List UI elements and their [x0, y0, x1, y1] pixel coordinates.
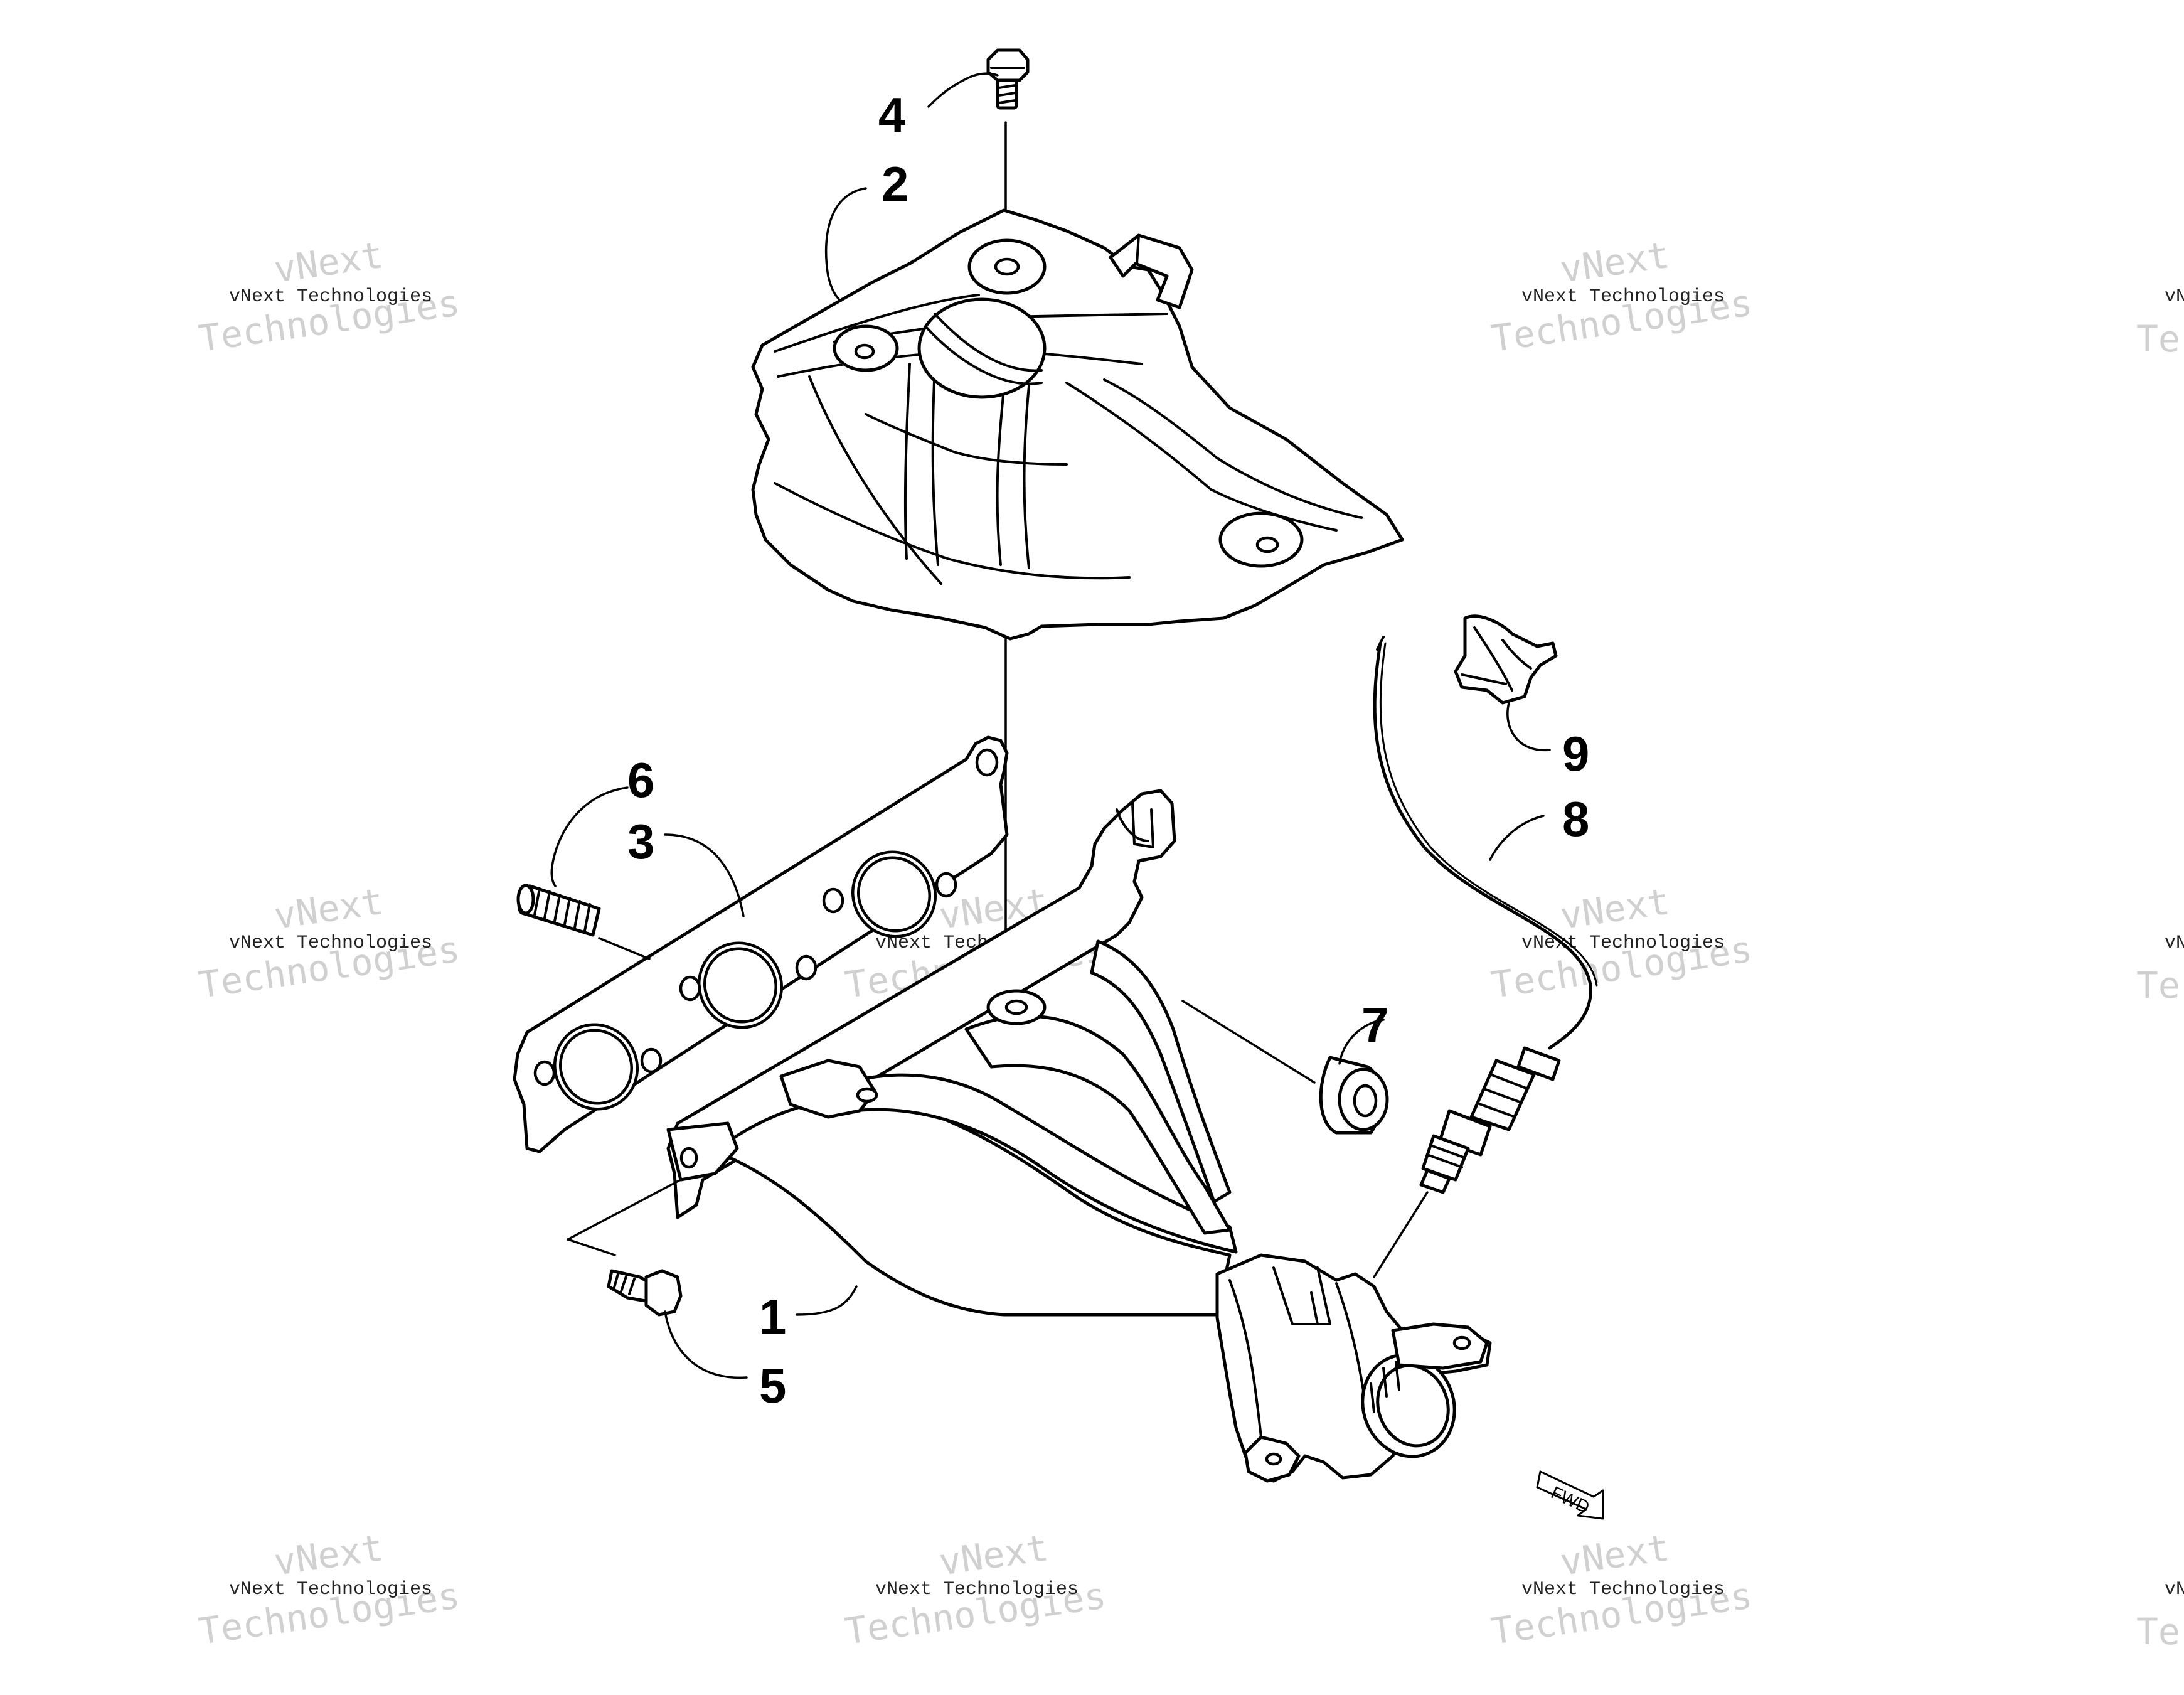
leader-6 — [550, 786, 629, 887]
heat-shield-center-boss — [917, 297, 1047, 399]
watermark-top-left: vNext Technologies vNext Technologies — [196, 233, 462, 360]
stud-leader — [598, 937, 651, 960]
header-right-ear — [1391, 1322, 1489, 1370]
watermark-middle-right: vNext Technologies vNext Technologies — [1488, 880, 1754, 1007]
watermark-line-a: vNext — [271, 880, 385, 938]
part-2-heat-shield — [751, 208, 1404, 641]
watermark-edge-a: vN — [2165, 933, 2184, 954]
watermark-text: vNext Technologies — [875, 1579, 1079, 1600]
watermark-edge-right: vN Te vN Te vN Te — [2136, 286, 2184, 1653]
callout-6: 6 — [627, 752, 654, 808]
leader-2 — [824, 187, 867, 302]
forward-direction-marker: FWD — [1536, 1470, 1604, 1520]
clip-body — [1454, 614, 1558, 705]
sensor-wire — [1373, 641, 1592, 1050]
header-pipe-upper — [964, 1014, 1232, 1235]
part-3-gasket — [513, 735, 1009, 1153]
part-8-o2-sensor — [1373, 636, 1598, 1278]
watermark-edge-a: vN — [2165, 1579, 2184, 1600]
watermark-line-a: vNext — [1557, 233, 1671, 291]
leader-9 — [1506, 702, 1551, 752]
header-pipe-middle — [833, 1073, 1238, 1254]
watermark-edge-b: Te — [2136, 1610, 2180, 1653]
watermark-text: vNext Technologies — [229, 1579, 432, 1600]
watermark-edge-b: Te — [2136, 964, 2180, 1007]
part-6-stud — [516, 884, 651, 960]
part-4-bolt — [986, 48, 1030, 110]
callout-7: 7 — [1361, 997, 1388, 1052]
bolt-4-head — [986, 48, 1030, 82]
forward-arrow-icon — [1536, 1470, 1604, 1520]
heat-shield-top-hole — [994, 257, 1020, 276]
callout-labels: 4 2 6 3 7 8 9 1 5 — [627, 87, 1589, 1413]
leader-1 — [796, 1285, 858, 1316]
leader-4 — [927, 72, 999, 108]
callout-2: 2 — [882, 156, 908, 211]
watermark-line-a: vNext — [936, 1526, 1050, 1584]
callout-3: 3 — [627, 814, 654, 869]
watermark-line-a: vNext — [1557, 1526, 1671, 1584]
leader-8 — [1489, 815, 1545, 861]
callout-leaders — [550, 72, 1551, 1379]
watermark-edge-a: vN — [2165, 286, 2184, 307]
watermark-edge-b: Te — [2136, 318, 2180, 360]
watermark-bottom-right: vNext Technologies vNext Technologies — [1488, 1526, 1754, 1653]
watermark-bottom-left: vNext Technologies vNext Technologies — [196, 1526, 462, 1653]
gasket-top-hole — [975, 748, 999, 777]
watermark-top-right: vNext Technologies vNext Technologies — [1488, 233, 1754, 360]
sensor-tip — [1419, 1168, 1451, 1194]
spacer-assembly-line — [1181, 1000, 1316, 1084]
header-pipe-rear — [1090, 939, 1232, 1204]
leader-7 — [1338, 1019, 1385, 1065]
header-left-ear — [666, 1121, 739, 1182]
callout-1: 1 — [759, 1289, 786, 1344]
callout-8: 8 — [1562, 791, 1589, 847]
watermark-text: vNext Technologies — [229, 933, 432, 954]
part-1-exhaust-header — [666, 789, 1492, 1483]
callout-4: 4 — [878, 87, 905, 142]
part-5-bolt — [567, 1179, 683, 1317]
watermark-text: vNext Technologies — [1521, 286, 1725, 307]
leader-5 — [664, 1310, 748, 1379]
watermark-text: vNext Technologies — [1521, 1579, 1725, 1600]
sensor-assembly-line — [1373, 1191, 1429, 1278]
heat-shield-top-tab — [1109, 233, 1194, 309]
callout-9: 9 — [1562, 726, 1589, 781]
watermark-line-a: vNext — [271, 1526, 385, 1584]
bolt-5-head — [644, 1269, 683, 1317]
part-7-spacer — [1181, 1000, 1389, 1135]
watermark-line-a: vNext — [271, 233, 385, 291]
watermark-line-a: vNext — [1557, 880, 1671, 938]
gasket-outline — [513, 735, 1009, 1153]
heat-shield-outline — [751, 208, 1404, 641]
leader-3 — [664, 833, 745, 917]
watermark-bottom-center: vNext Technologies vNext Technologies — [842, 1526, 1108, 1653]
watermark-text: vNext Technologies — [229, 286, 432, 307]
bolt-5-assembly-line — [567, 1179, 682, 1241]
sensor-boot — [1516, 1046, 1561, 1081]
watermark-middle-left: vNext Technologies vNext Technologies — [196, 880, 462, 1007]
part-9-clip — [1454, 614, 1558, 705]
callout-5: 5 — [759, 1358, 786, 1413]
